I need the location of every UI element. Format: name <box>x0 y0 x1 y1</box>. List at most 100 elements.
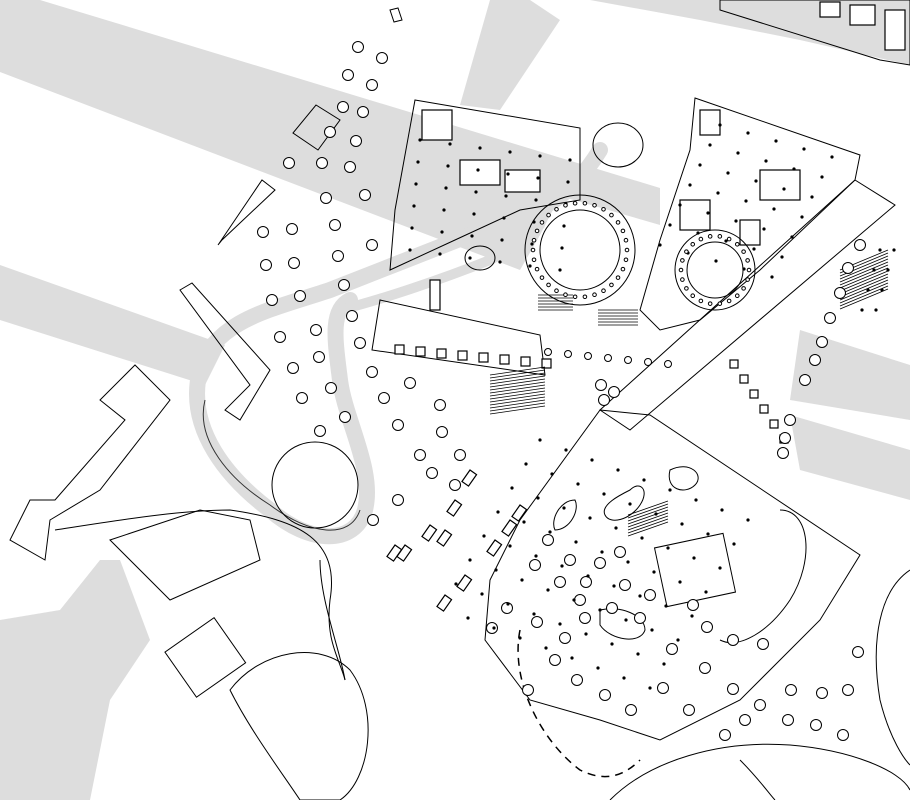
edge-dot-1 <box>892 248 896 252</box>
north-column-5 <box>499 354 510 365</box>
plaza-dot-32 <box>626 560 630 564</box>
south-arc-2 <box>739 759 776 800</box>
stair-amphi-7 <box>489 387 546 397</box>
building-north-room-4 <box>429 279 441 311</box>
building-north-room-1 <box>421 109 453 141</box>
edge-dot-2 <box>872 268 876 272</box>
tree-67 <box>852 646 864 658</box>
plaza-dot-10 <box>550 472 554 476</box>
east-dot-20 <box>678 203 682 207</box>
tree-42 <box>449 479 461 491</box>
rotunda-east-column-12 <box>680 258 685 263</box>
rotunda-east-column-10 <box>680 277 685 282</box>
north-dot-31 <box>438 252 442 256</box>
east-dot-17 <box>744 199 748 203</box>
rotunda-east-inner <box>686 241 744 299</box>
plaza-dot-66 <box>518 636 522 640</box>
tree-2 <box>376 52 388 64</box>
plaza-dot-49 <box>572 598 576 602</box>
plaza-dot-50 <box>598 608 602 612</box>
edge-dot-5 <box>880 288 884 292</box>
tree-97 <box>608 386 620 398</box>
plaza-dot-46 <box>494 568 498 572</box>
angled-block <box>179 282 271 421</box>
tree-19 <box>366 239 378 251</box>
building-north-room-2 <box>459 159 501 186</box>
north-column-ring-4 <box>624 356 632 364</box>
east-dot-27 <box>724 239 728 243</box>
rotunda-west-column-11 <box>546 282 551 288</box>
tree-85 <box>739 714 751 726</box>
plaza-dot-37 <box>508 544 512 548</box>
rotunda-west-column-22 <box>572 200 578 206</box>
rotunda-east-column-16 <box>707 234 713 239</box>
tree-74 <box>574 594 586 606</box>
plaza-dot-14 <box>654 512 658 516</box>
plaza-dot-65 <box>492 626 496 630</box>
plaza-dot-55 <box>480 592 484 596</box>
tree-69 <box>727 634 739 646</box>
tree-79 <box>644 589 656 601</box>
north-dot-32 <box>468 256 472 260</box>
tree-48 <box>559 632 571 644</box>
building-south-dome <box>229 652 369 800</box>
stair-amphi-10 <box>489 396 546 406</box>
north-dot-11 <box>566 180 570 184</box>
tree-88 <box>784 414 796 426</box>
plaza-dot-59 <box>584 632 588 636</box>
plaza-dot-60 <box>610 642 614 646</box>
east-dot-5 <box>708 143 712 147</box>
street-south-west <box>0 560 150 800</box>
tree-5 <box>324 126 336 138</box>
stair-amphi-9 <box>489 393 546 403</box>
east-column-0 <box>729 359 739 369</box>
stair-amphi-11 <box>489 399 546 409</box>
pond-north <box>592 122 644 168</box>
tree-94 <box>824 312 836 324</box>
north-dot-33 <box>498 260 502 264</box>
north-dot-28 <box>530 242 534 246</box>
rotunda-west-column-0 <box>624 247 630 253</box>
rotunda-west-column-19 <box>546 212 551 218</box>
tree-80 <box>529 559 541 571</box>
rotunda-west-column-27 <box>615 220 621 225</box>
north-dot-24 <box>410 226 414 230</box>
tree-3 <box>337 101 349 113</box>
south-arc-1 <box>609 743 910 800</box>
tree-98 <box>598 394 610 406</box>
east-dot-32 <box>714 259 718 263</box>
plaza-curved-bench-3 <box>553 499 577 531</box>
east-dot-19 <box>800 215 804 219</box>
tree-31 <box>346 310 358 322</box>
plaza-dot-33 <box>652 570 656 574</box>
rotunda-east-column-0 <box>746 267 752 273</box>
kiosk-top <box>389 7 403 23</box>
tree-35 <box>392 419 404 431</box>
rotunda-east-column-14 <box>690 242 696 247</box>
stair-east-10 <box>839 279 889 301</box>
east-rotunda-edge <box>875 569 910 766</box>
north-column-ring-5 <box>644 358 652 366</box>
plaza-dot-34 <box>678 580 682 584</box>
building-east-outline <box>639 97 861 331</box>
building-north-outline <box>389 99 581 271</box>
boulevard-diagonal <box>599 179 896 431</box>
north-dot-9 <box>506 172 510 176</box>
plaza-dot-53 <box>676 638 680 642</box>
north-column-ring-6 <box>664 360 672 368</box>
loop-path-inner <box>335 220 545 315</box>
tree-57 <box>666 643 678 655</box>
rotunda-west-column-14 <box>531 257 537 263</box>
building-east-room-1 <box>699 109 721 136</box>
tree-41 <box>454 449 466 461</box>
tree-63 <box>837 729 849 741</box>
north-column-1 <box>415 346 426 357</box>
stair-amphi-8 <box>489 390 546 400</box>
plaza-dot-35 <box>704 590 708 594</box>
plaza-dot-7 <box>720 508 724 512</box>
plaza-dot-31 <box>600 550 604 554</box>
east-dot-12 <box>754 179 758 183</box>
tree-9 <box>283 157 295 169</box>
loop-path-edge <box>202 399 361 531</box>
